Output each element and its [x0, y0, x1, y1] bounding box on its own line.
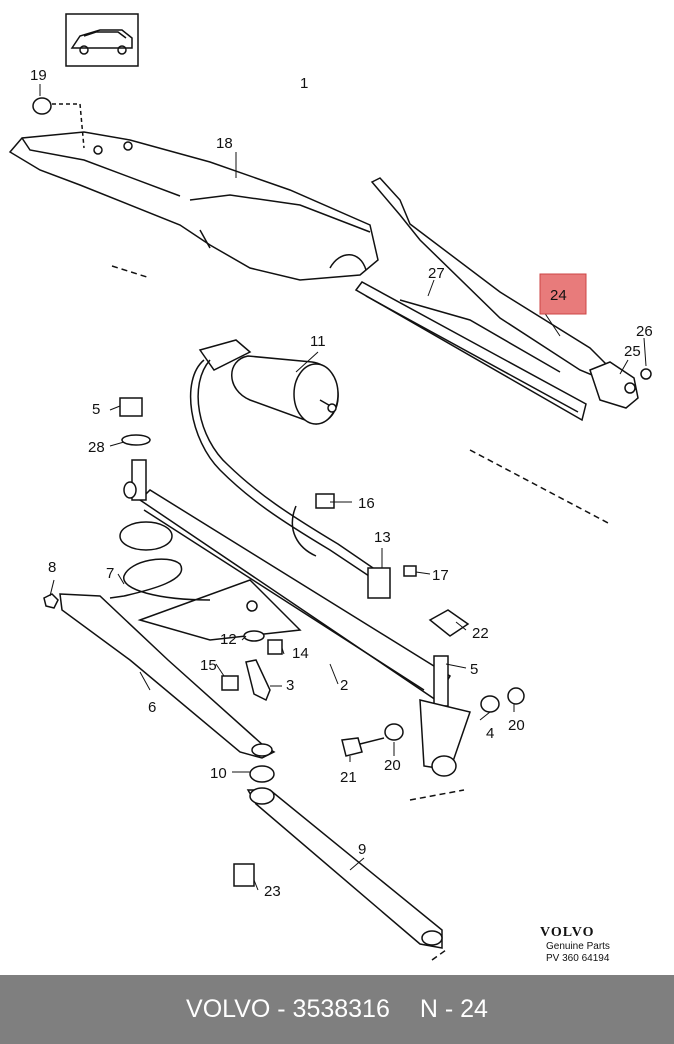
label-14: 14 [292, 645, 309, 662]
part-15-nut [221, 675, 239, 691]
label-19: 19 [30, 67, 47, 84]
label-22: 22 [472, 625, 489, 642]
label-11: 11 [310, 333, 326, 350]
part-6-rod [59, 593, 276, 759]
footer-bar: VOLVO - 3538316 N - 24 [0, 975, 674, 1044]
label-16: 16 [358, 495, 375, 512]
part-labels: 1 2 3 4 5 5 6 7 8 9 10 11 12 13 14 15 16… [30, 67, 653, 900]
part-18-cover [8, 131, 379, 281]
car-thumbnail [65, 13, 139, 67]
part-27-wiper-blade [354, 281, 587, 422]
part-2-frame [137, 489, 452, 702]
label-21: 21 [340, 769, 357, 786]
label-3: 3 [286, 677, 294, 694]
label-17: 17 [432, 567, 449, 584]
volvo-logo: VOLVO Genuine Parts PV 360 64194 [540, 925, 630, 965]
part-7-cable [109, 558, 211, 601]
label-20-lower: 20 [384, 757, 401, 774]
label-8: 8 [48, 559, 56, 576]
part-3-bracket [245, 659, 271, 702]
label-18: 18 [216, 135, 233, 152]
label-12: 12 [220, 631, 237, 648]
part-12-washer [243, 630, 265, 642]
footer-reference: N - 24 [419, 995, 488, 1023]
logo-brand: VOLVO [540, 925, 595, 940]
label-24: 24 [550, 287, 567, 304]
part-5-post-left [119, 397, 173, 551]
label-5-right: 5 [470, 661, 478, 678]
part-20-cap-lower [384, 723, 404, 741]
label-13: 13 [374, 529, 391, 546]
wiper-assembly-diagram: 1 2 3 4 5 5 6 7 8 9 10 11 12 13 14 15 16… [8, 13, 653, 961]
part-24-wiper-arm [370, 177, 652, 409]
label-28: 28 [88, 439, 105, 456]
part-21-bolt [341, 737, 385, 757]
reference-lines [111, 265, 611, 961]
label-27: 27 [428, 265, 445, 282]
part-23-clip [233, 863, 255, 887]
footer-part-number: VOLVO - 3538316 [186, 995, 390, 1023]
part-10-bushing [249, 765, 275, 783]
part-8-nut [43, 593, 59, 609]
label-23: 23 [264, 883, 281, 900]
part-19-cap [32, 97, 85, 149]
leader-lines [39, 84, 647, 891]
label-20-right: 20 [508, 717, 525, 734]
label-1: 1 [300, 75, 308, 92]
logo-line-2: PV 360 64194 [546, 953, 610, 964]
part-9-rod [246, 787, 443, 949]
label-9: 9 [358, 841, 366, 858]
part-17-screw [403, 565, 417, 577]
label-7: 7 [106, 565, 114, 582]
part-14-screw [267, 639, 283, 655]
part-4-bushing [480, 695, 500, 713]
label-26: 26 [636, 323, 653, 340]
label-6: 6 [148, 699, 156, 716]
label-25: 25 [624, 343, 641, 360]
label-2: 2 [340, 677, 348, 694]
logo-line-1: Genuine Parts [546, 941, 610, 952]
part-22-seal [428, 609, 470, 637]
label-15: 15 [200, 657, 217, 674]
label-10: 10 [210, 765, 227, 782]
part-16-cable [189, 359, 377, 579]
part-13-connector [367, 567, 391, 599]
part-5-post-right [419, 655, 471, 777]
label-5-left: 5 [92, 401, 100, 418]
highlight-box-24 [539, 273, 587, 315]
label-4: 4 [486, 725, 494, 742]
part-11-motor [198, 339, 339, 425]
part-20-cap-right [507, 687, 525, 705]
